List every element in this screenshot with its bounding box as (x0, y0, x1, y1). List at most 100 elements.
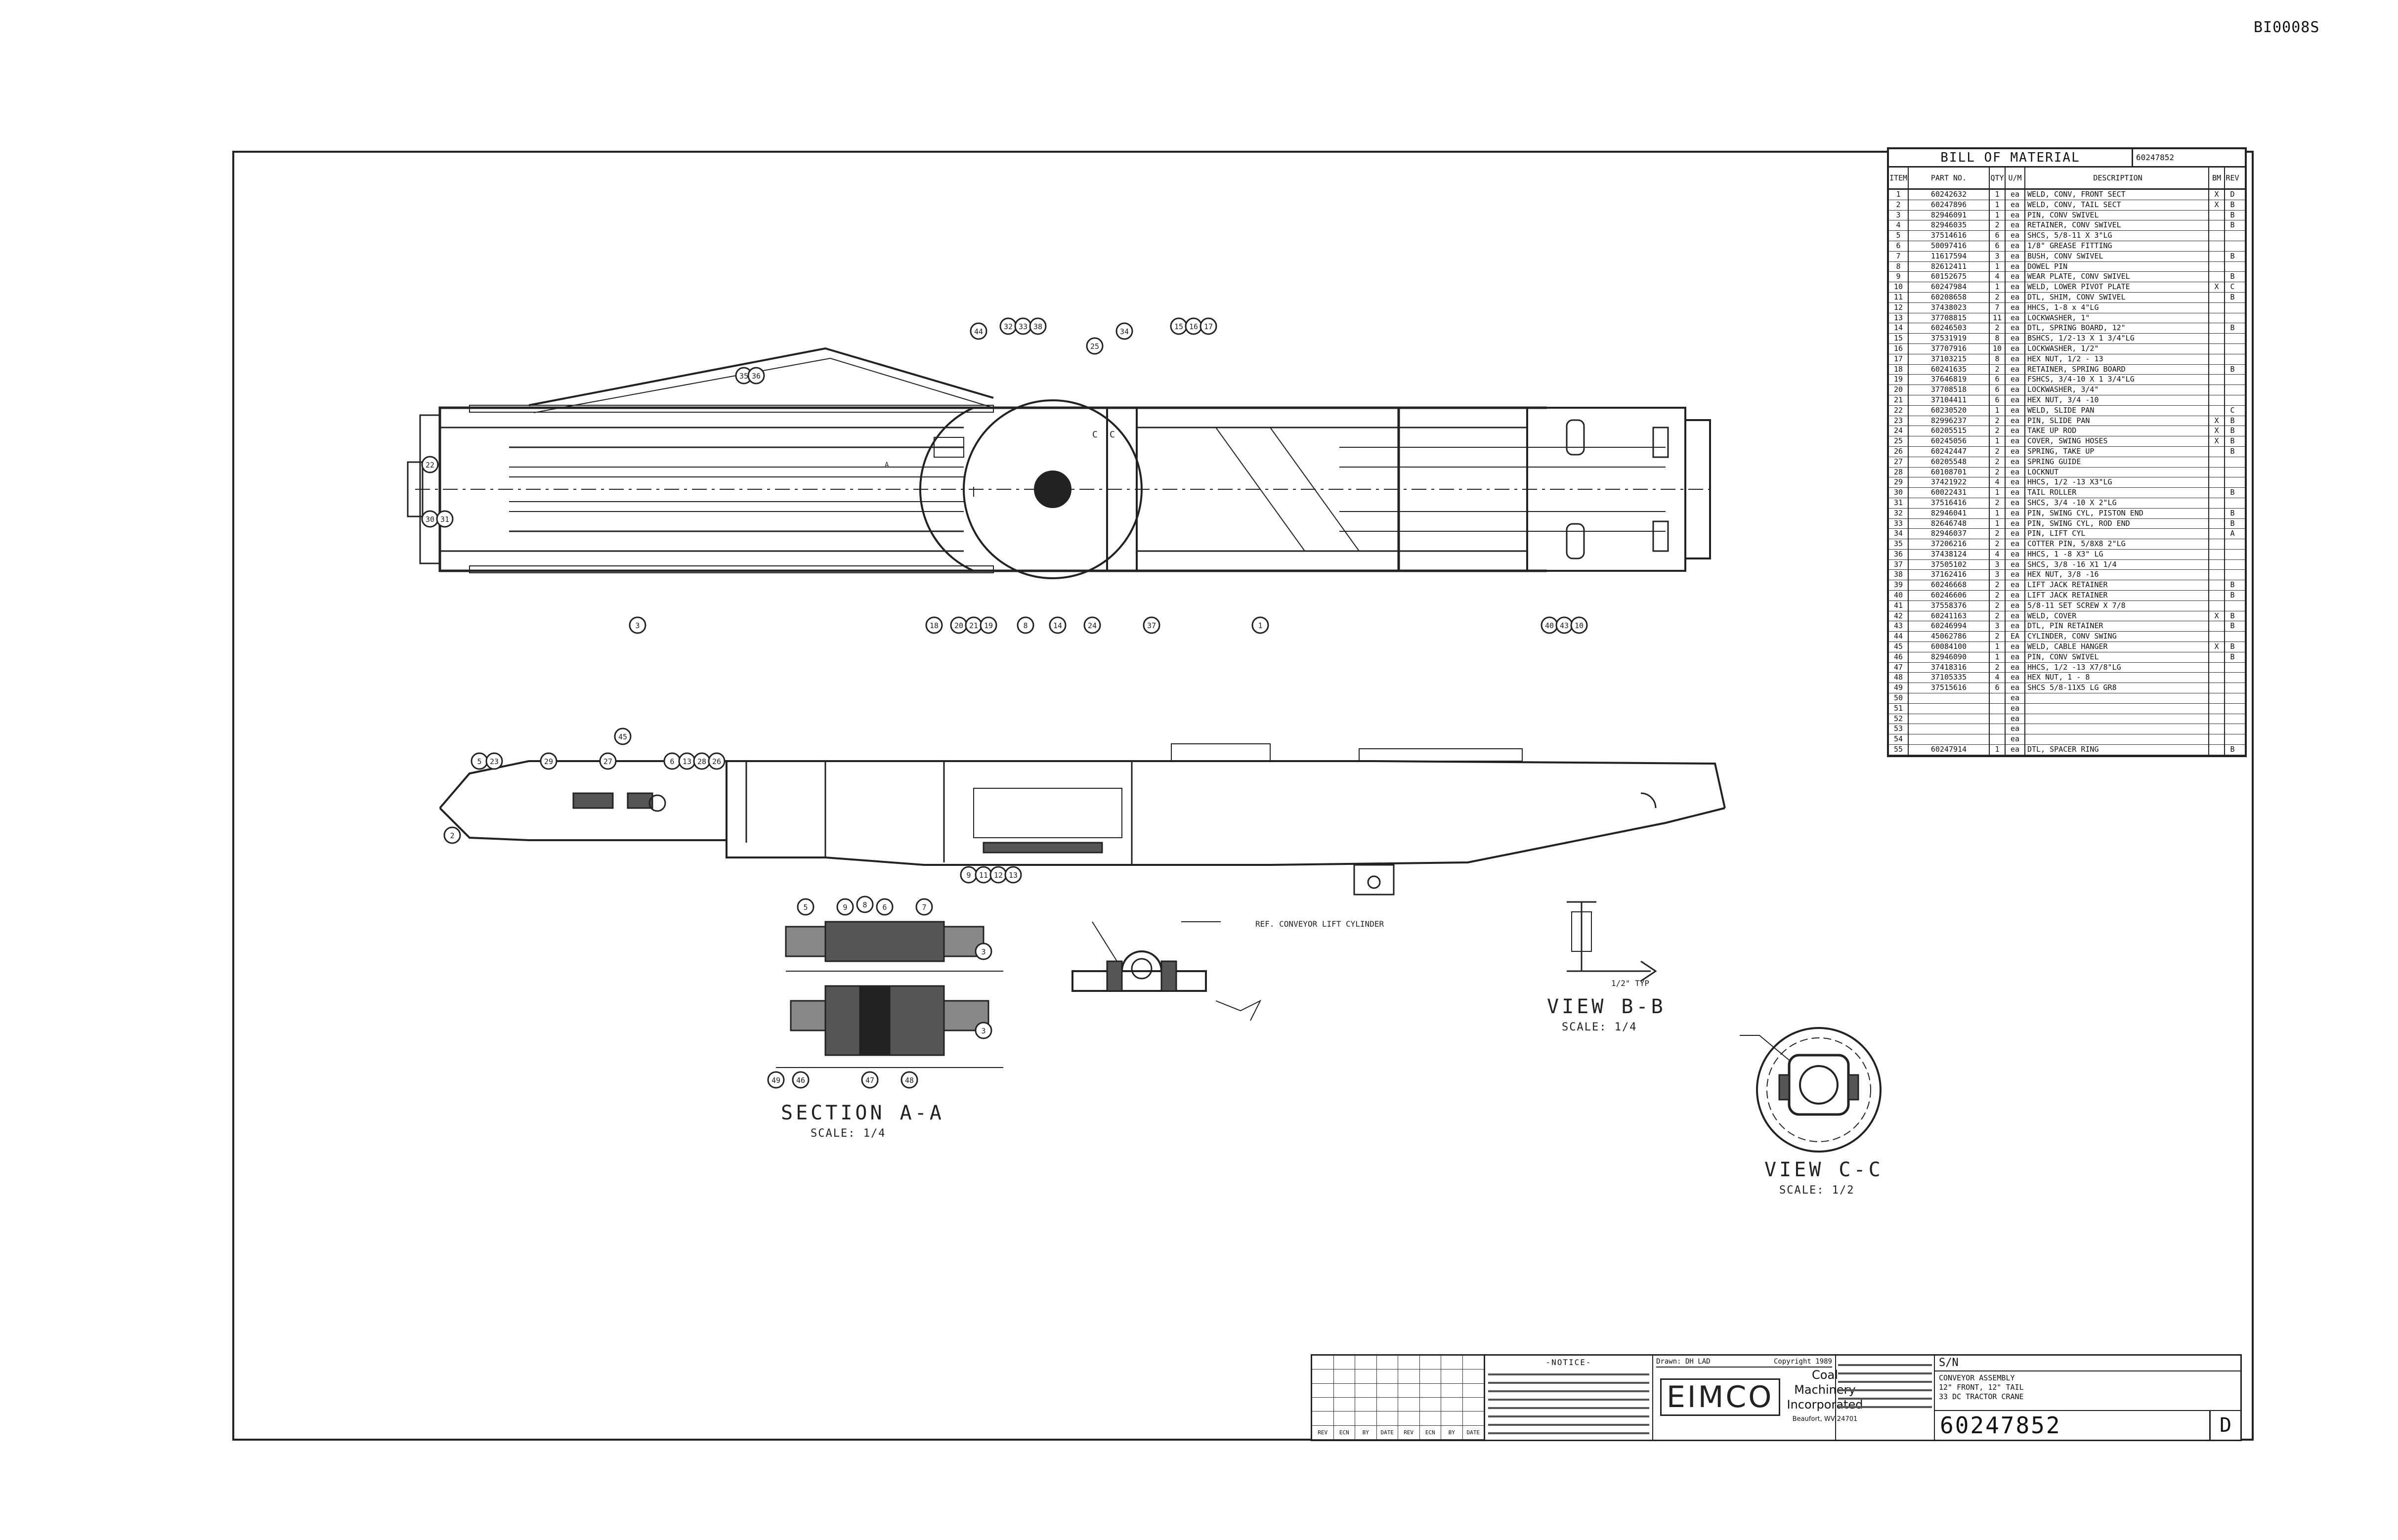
company-line2: Incorporated (1787, 1398, 1863, 1412)
bom-cell-bm (2209, 549, 2225, 559)
bom-cell-desc (2025, 724, 2209, 734)
bom-cell-rev: B (2230, 292, 2235, 301)
bom-cell-um: ea (2006, 241, 2025, 251)
bom-cell-qty: 2 (1990, 323, 2006, 334)
bom-cell-qty: 1 (1990, 210, 2006, 220)
bom-cell-rev (2225, 334, 2240, 343)
callout-balloon (540, 752, 557, 770)
callout-number: 44 (974, 327, 983, 336)
bom-cell-part: 45062786 (1909, 632, 1990, 642)
view-bb-label: VIEW B-B (1547, 995, 1666, 1018)
bom-cell-bm (2209, 591, 2225, 600)
bom-cell-part: 37438023 (1909, 302, 1990, 313)
lift-cylinder-detail (1071, 921, 1262, 1021)
bom-cell-item: 2 (1889, 200, 1909, 210)
bom-cell-um: ea (2006, 385, 2025, 395)
bom-cell-desc: DTL, PIN RETAINER (2025, 621, 2209, 632)
bom-cell-qty: 1 (1990, 261, 2006, 272)
rev-cell (1312, 1398, 1334, 1412)
bom-cell-um: ea (2006, 364, 2025, 375)
bom-cell-rev (2225, 498, 2240, 508)
rev-cell (1419, 1369, 1441, 1384)
bom-cell-qty: 2 (1990, 364, 2006, 375)
bom-cell-qty: 1 (1990, 405, 2006, 416)
bom-cell-bm (2209, 693, 2225, 703)
bom-cell-item: 12 (1889, 302, 1909, 313)
callout-number: 21 (969, 621, 978, 630)
bom-cell-rev (2225, 303, 2240, 313)
callout-balloon (767, 1071, 785, 1089)
rev-cell (1355, 1383, 1377, 1398)
bom-cell-qty: 11 (1990, 313, 2006, 323)
bom-cell-desc: RETAINER, SPRING BOARD (2025, 364, 2209, 375)
bom-cell-item: 29 (1889, 477, 1909, 488)
bom-cell-part: 37514616 (1909, 231, 1990, 241)
bom-cell-qty: 6 (1990, 231, 2006, 241)
bom-cell-part: 82946035 (1909, 220, 1990, 231)
bom-cell-um: ea (2006, 600, 2025, 611)
bom-cell-bm (2209, 488, 2225, 498)
rev-cell (1333, 1398, 1355, 1412)
bom-cell-rev: B (2230, 364, 2235, 374)
bom-cell-part: 37515616 (1909, 683, 1990, 693)
rev-cell (1312, 1356, 1334, 1370)
bom-cell-desc: PIN, CONV SWIVEL (2025, 210, 2209, 220)
section-aa (776, 921, 1003, 1068)
bom-cell-bm (2209, 508, 2225, 518)
bom-cell-item: 34 (1889, 529, 1909, 539)
drawing-number: 60247852 (1940, 1412, 2061, 1439)
callout-number: 7 (922, 903, 926, 912)
bom-cell-item: 21 (1889, 395, 1909, 405)
callout-number: 3 (981, 947, 985, 956)
callout-balloon (614, 727, 632, 745)
bom-cell-qty: 1 (1990, 200, 2006, 210)
bom-cell-um: ea (2006, 200, 2025, 210)
bom-cell-part: 82946041 (1909, 508, 1990, 518)
bom-cell-bm (2209, 446, 2225, 457)
bom-cell-rev: B (2230, 508, 2235, 517)
bom-cell-part: 60022431 (1909, 488, 1990, 498)
bom-cell-qty (1990, 734, 2006, 745)
bom-cell-qty: 3 (1990, 251, 2006, 261)
bom-cell-bm (2209, 477, 2225, 488)
bom-cell-item: 30 (1889, 488, 1909, 498)
bom-cell-desc (2025, 693, 2209, 703)
rev-cell (1398, 1356, 1420, 1370)
callout-number: 25 (1090, 342, 1099, 351)
bom-cell-bm (2209, 241, 2225, 251)
bom-cell-rev: B (2230, 200, 2235, 209)
rev-cell (1333, 1383, 1355, 1398)
serial-number: S/N (1935, 1356, 2240, 1371)
bom-cell-rev: B (2230, 220, 2235, 230)
bom-cell-qty: 2 (1990, 529, 2006, 539)
bom-cell-um: ea (2006, 559, 2025, 570)
bom-col-rev: REV (2226, 173, 2239, 182)
bom-cell-desc: SPRING, TAKE UP (2025, 446, 2209, 457)
bom-cell-part: 60205548 (1909, 457, 1990, 467)
rev-cell (1376, 1369, 1398, 1384)
bom-cell-desc: HEX NUT, 1 - 8 (2025, 673, 2209, 683)
bom-cell-desc: WELD, SLIDE PAN (2025, 405, 2209, 416)
drawing-views: A C C SECTION A-A SCALE: 1/4 (407, 317, 1882, 1197)
bom-cell-bm (2209, 621, 2225, 632)
bom-cell-qty: 6 (1990, 683, 2006, 693)
bom-cell-part: 37646819 (1909, 375, 1990, 385)
copyright: Copyright 1989 (1773, 1358, 1832, 1366)
bom-cell-qty: 2 (1990, 580, 2006, 591)
bom-cell-item: 55 (1889, 745, 1909, 755)
bom-cell-item: 46 (1889, 652, 1909, 662)
rev-cell (1419, 1383, 1441, 1398)
callout-balloon (1049, 616, 1067, 634)
bom-cell-rev (2225, 704, 2240, 714)
bom-cell-bm (2209, 334, 2225, 343)
